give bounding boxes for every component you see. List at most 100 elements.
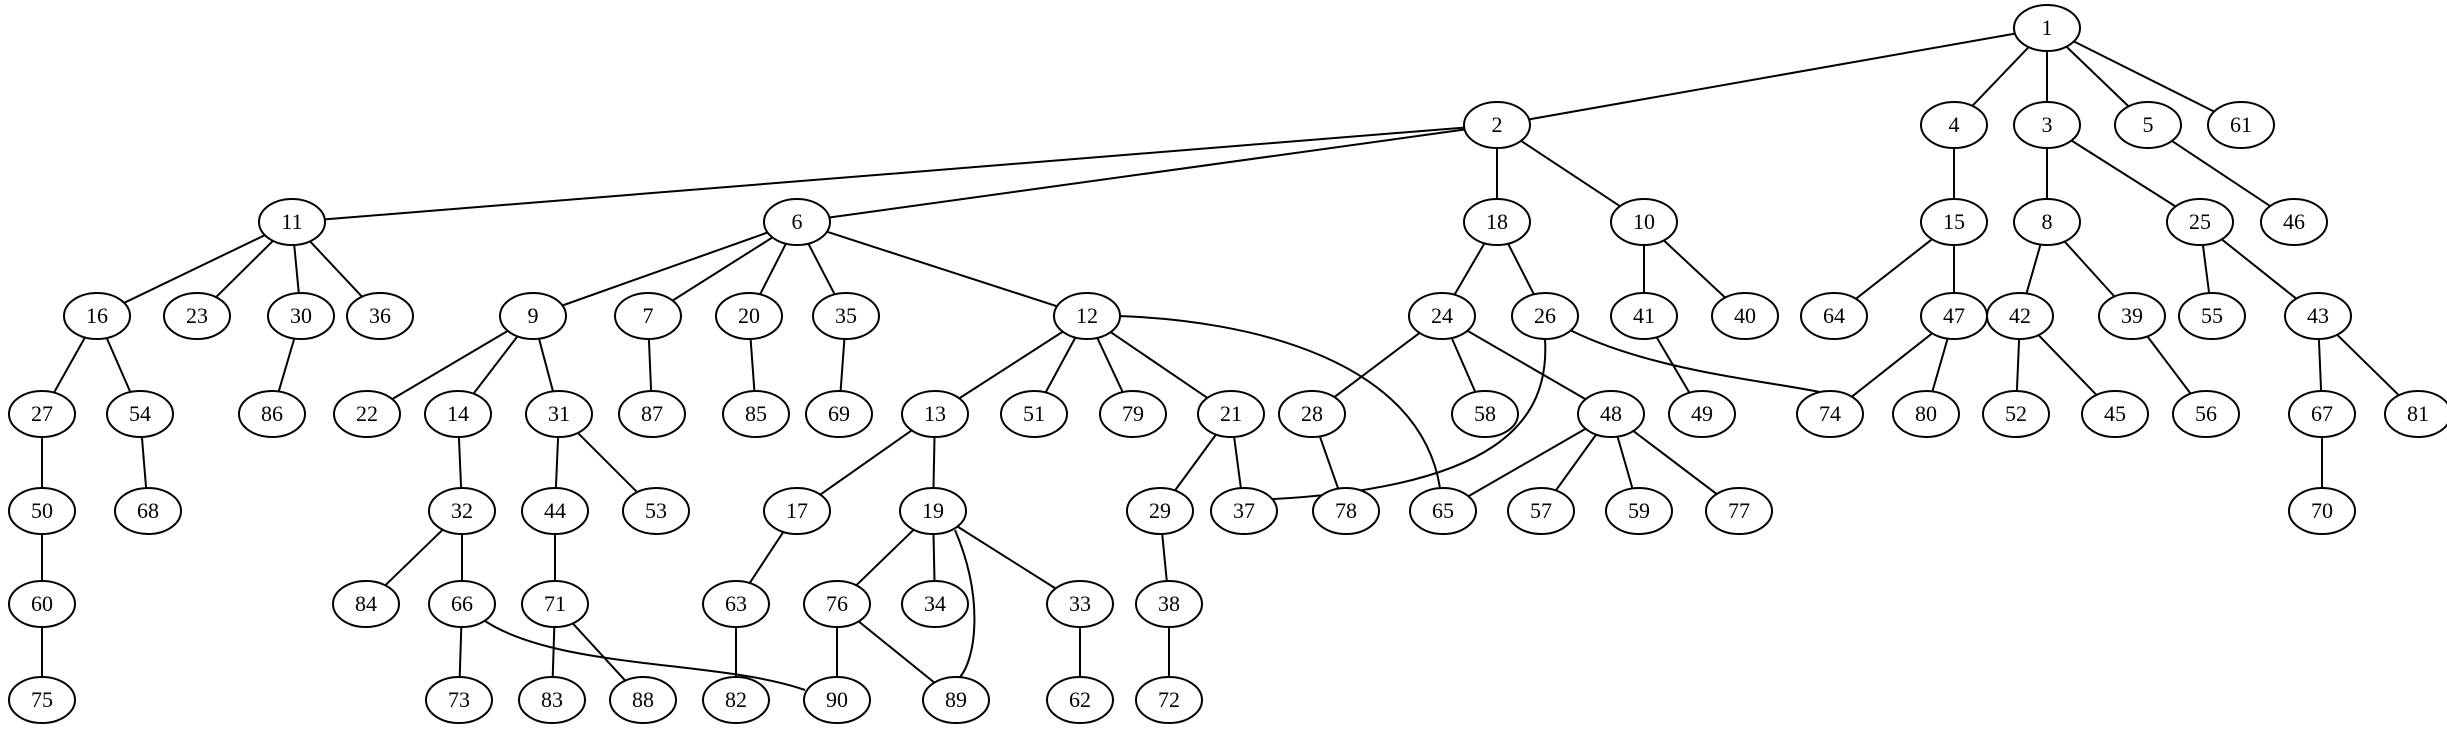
node-ellipse	[1197, 390, 1265, 438]
node-31: 31	[525, 390, 593, 438]
edge-3-25	[2070, 139, 2177, 208]
edge-1-5	[2065, 45, 2130, 108]
edge-14-32	[457, 436, 463, 489]
node-label: 39	[2121, 303, 2143, 328]
node-ellipse	[2288, 390, 2356, 438]
node-label: 33	[1069, 591, 1091, 616]
edge-11-36	[309, 240, 363, 298]
edge-1-61	[2073, 40, 2215, 113]
node-ellipse	[114, 487, 182, 535]
edge-17-63	[748, 531, 785, 584]
node-75: 75	[8, 676, 76, 724]
node-27: 27	[8, 390, 76, 438]
node-36: 36	[346, 292, 414, 340]
node-label: 40	[1734, 303, 1756, 328]
node-9: 9	[499, 292, 567, 340]
node-ellipse	[428, 580, 496, 628]
node-ellipse	[2288, 487, 2356, 535]
node-24: 24	[1408, 292, 1476, 340]
node-label: 61	[2230, 112, 2252, 137]
edge-29-38	[1161, 533, 1168, 582]
node-50: 50	[8, 487, 76, 535]
node-ellipse	[518, 676, 586, 724]
node-ellipse	[8, 580, 76, 628]
node-82: 82	[702, 676, 770, 724]
node-label: 15	[1943, 209, 1965, 234]
node-label: 13	[924, 401, 946, 426]
node-20: 20	[715, 292, 783, 340]
node-ellipse	[1053, 292, 1121, 340]
node-ellipse	[8, 676, 76, 724]
node-label: 76	[826, 591, 848, 616]
edge-48-77	[1632, 430, 1718, 495]
node-3: 3	[2013, 101, 2081, 149]
edge-2-10	[1520, 139, 1621, 208]
node-ellipse	[1210, 487, 1278, 535]
node-label: 81	[2407, 401, 2429, 426]
node-label: 3	[2042, 112, 2053, 137]
node-label: 71	[544, 591, 566, 616]
node-8: 8	[2013, 198, 2081, 246]
node-label: 42	[2009, 303, 2031, 328]
node-16: 16	[63, 292, 131, 340]
node-label: 32	[451, 498, 473, 523]
edge-41-49	[1655, 336, 1691, 394]
node-ellipse	[1986, 292, 2054, 340]
edge-18-26	[1507, 243, 1535, 295]
edge-21-37	[1233, 436, 1242, 489]
edge-19-89	[954, 529, 976, 678]
edge-42-45	[2037, 334, 2098, 396]
node-label: 56	[2195, 401, 2217, 426]
node-ellipse	[1507, 487, 1575, 535]
edge-35-69	[839, 338, 846, 392]
node-38: 38	[1135, 580, 1203, 628]
node-label: 45	[2104, 401, 2126, 426]
node-label: 77	[1728, 498, 1750, 523]
node-label: 36	[369, 303, 391, 328]
edge-11-16	[123, 234, 266, 304]
node-4: 4	[1920, 101, 1988, 149]
node-21: 21	[1197, 390, 1265, 438]
node-label: 11	[281, 209, 302, 234]
node-label: 58	[1474, 401, 1496, 426]
node-label: 82	[725, 687, 747, 712]
node-ellipse	[1800, 292, 1868, 340]
node-label: 38	[1158, 591, 1180, 616]
node-ellipse	[702, 676, 770, 724]
node-label: 89	[945, 687, 967, 712]
node-label: 14	[447, 401, 469, 426]
node-57: 57	[1507, 487, 1575, 535]
node-label: 2	[1492, 112, 1503, 137]
node-68: 68	[114, 487, 182, 535]
edge-66-73	[458, 626, 463, 678]
node-label: 68	[137, 498, 159, 523]
node-ellipse	[428, 487, 496, 535]
node-33: 33	[1046, 580, 1114, 628]
node-ellipse	[1463, 198, 1531, 246]
node-85: 85	[722, 390, 790, 438]
node-ellipse	[63, 292, 131, 340]
node-label: 41	[1633, 303, 1655, 328]
edge-31-53	[577, 432, 638, 493]
node-ellipse	[763, 198, 831, 246]
node-29: 29	[1126, 487, 1194, 535]
node-ellipse	[2114, 101, 2182, 149]
node-ellipse	[1463, 101, 1531, 149]
node-label: 51	[1023, 401, 1045, 426]
node-ellipse	[106, 390, 174, 438]
node-ellipse	[521, 580, 589, 628]
node-84: 84	[332, 580, 400, 628]
edge-19-33	[956, 525, 1057, 590]
node-ellipse	[1511, 292, 1579, 340]
node-15: 15	[1920, 198, 1988, 246]
edge-48-59	[1616, 436, 1634, 489]
node-label: 34	[924, 591, 946, 616]
node-ellipse	[258, 198, 326, 246]
node-ellipse	[424, 390, 492, 438]
node-19: 19	[899, 487, 967, 535]
node-ellipse	[805, 390, 873, 438]
node-ellipse	[425, 676, 493, 724]
node-47: 47	[1920, 292, 1988, 340]
